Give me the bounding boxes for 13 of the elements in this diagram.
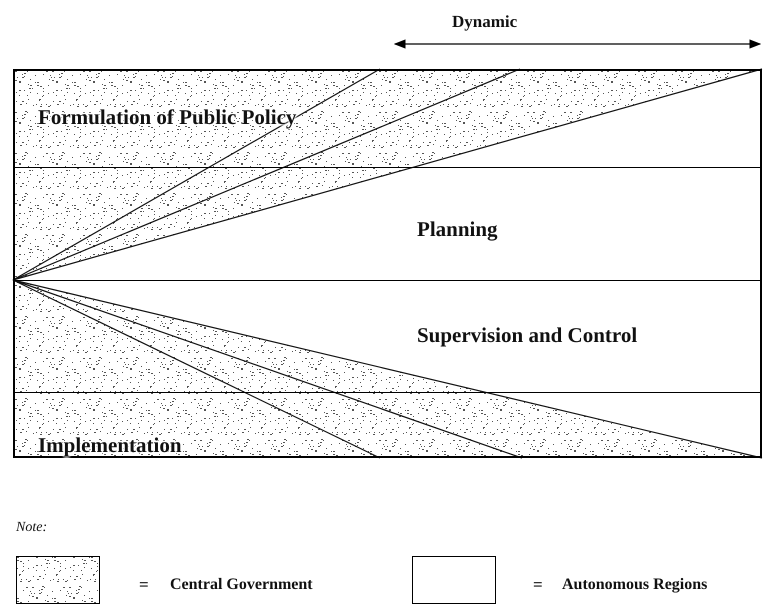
band-label: Implementation	[38, 433, 182, 458]
band	[13, 280, 762, 392]
band	[13, 69, 762, 167]
equals-sign: =	[139, 575, 149, 595]
legend-label: Autonomous Regions	[562, 576, 708, 594]
note-label: Note:	[16, 520, 48, 536]
band	[13, 167, 762, 280]
band	[13, 392, 762, 458]
legend-label: Central Government	[170, 576, 313, 594]
equals-sign: =	[533, 575, 543, 595]
band-label: Supervision and Control	[417, 323, 638, 348]
band-label: Planning	[417, 217, 498, 242]
dimension-label: Dynamic	[452, 12, 518, 32]
